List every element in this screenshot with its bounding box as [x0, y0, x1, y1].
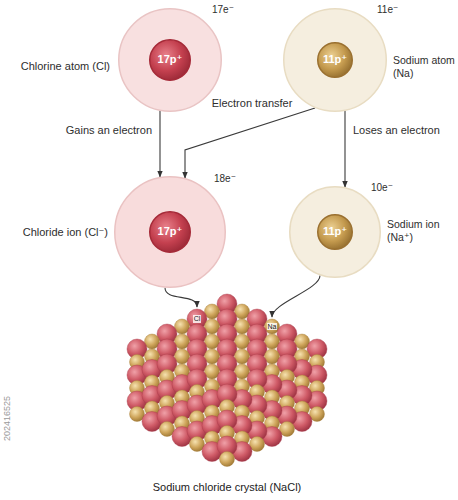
connector — [344, 111, 345, 187]
atom-label: Chlorine atom (Cl) — [21, 60, 110, 73]
atom-label: Sodium atom (Na) — [393, 54, 455, 79]
edge-label: Loses an electron — [352, 124, 441, 137]
crystal-illustration — [122, 292, 332, 472]
electron-count: 18e⁻ — [214, 173, 236, 185]
nucleus: 11p⁺ — [317, 214, 353, 250]
proton-count: 11p⁺ — [317, 42, 353, 78]
crystal-node: Sodium chloride crystal (NaCl) — [122, 292, 332, 472]
ion-lattice — [127, 294, 327, 467]
proton-count: 17p⁺ — [149, 211, 191, 253]
crystal-caption: Sodium chloride crystal (NaCl) — [82, 481, 372, 494]
electron-count: 11e⁻ — [377, 4, 398, 16]
nucleus: 17p⁺ — [149, 211, 191, 253]
circle-shape — [318, 43, 353, 78]
circle-shape — [150, 40, 191, 81]
chlorine-atom: Chlorine atom (Cl)17e⁻17p⁺ — [118, 8, 222, 112]
nucleus: 11p⁺ — [317, 42, 353, 78]
circle-shape — [119, 9, 222, 112]
sodium-ion: Sodium ion (Na⁺)10e⁻11p⁺ — [289, 186, 381, 278]
chloride-ion: Chloride ion (Cl⁻)18e⁻17p⁺ — [114, 176, 226, 288]
electron-count: 17e⁻ — [212, 4, 234, 16]
ion-tag: Cl — [193, 315, 202, 323]
circle-shape — [290, 187, 381, 278]
proton-count: 17p⁺ — [149, 39, 191, 81]
circle-shape — [115, 177, 226, 288]
ion-label: Sodium ion (Na⁺) — [387, 218, 453, 243]
edge-label: Electron transfer — [211, 97, 294, 110]
edge-label: Gains an electron — [65, 124, 153, 137]
circle-shape — [284, 9, 387, 112]
electron-count: 10e⁻ — [371, 182, 393, 194]
circle-shape — [150, 212, 191, 253]
sodium-atom: Sodium atom (Na)11e⁻11p⁺ — [283, 8, 387, 112]
connector — [185, 108, 315, 178]
ion-tag: Na — [267, 323, 278, 331]
sodium-sphere — [220, 452, 235, 467]
proton-count: 11p⁺ — [317, 214, 353, 250]
connector — [159, 111, 160, 177]
nucleus: 17p⁺ — [149, 39, 191, 81]
connector — [165, 288, 197, 307]
circle-shape — [318, 215, 353, 250]
connector — [272, 275, 320, 317]
watermark: 202416525 — [3, 395, 14, 440]
ion-label: Chloride ion (Cl⁻) — [23, 226, 108, 239]
